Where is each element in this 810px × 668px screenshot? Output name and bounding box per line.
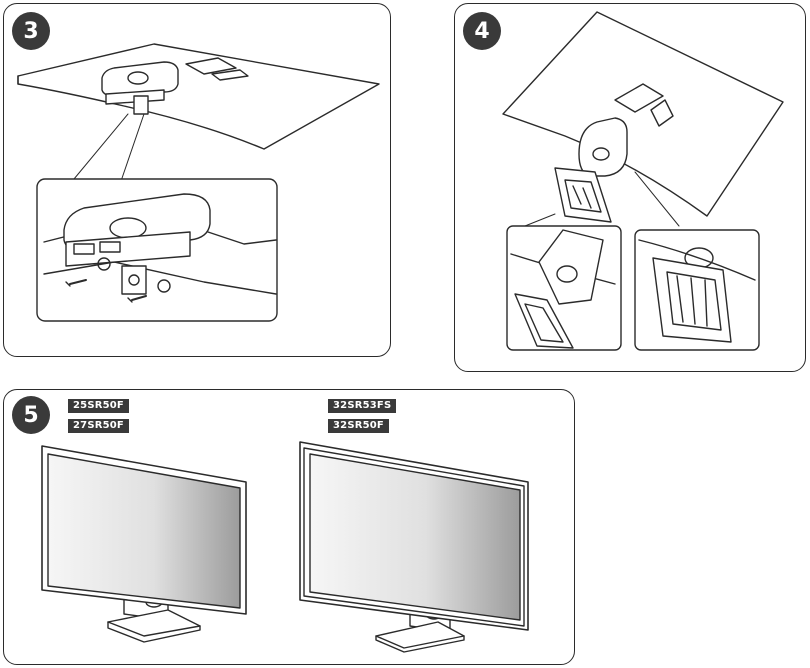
monitor-small bbox=[42, 446, 246, 642]
step-4-badge: 4 bbox=[463, 12, 501, 50]
monitor-large bbox=[300, 442, 528, 652]
step-4-illustration bbox=[455, 4, 806, 372]
monitor-back bbox=[503, 12, 783, 216]
step-4-panel: 4 bbox=[454, 3, 806, 372]
model-label: 32SR50F bbox=[328, 419, 389, 433]
step-3-badge: 3 bbox=[12, 12, 50, 50]
monitor-back bbox=[18, 44, 379, 149]
model-label: 27SR50F bbox=[68, 419, 129, 433]
model-label: 25SR50F bbox=[68, 399, 129, 413]
step-5-panel: 5 25SR50F 27SR50F 32SR53FS 32SR50F bbox=[3, 389, 575, 665]
model-label: 32SR53FS bbox=[328, 399, 396, 413]
step-3-illustration bbox=[4, 4, 391, 357]
step-3-panel: 3 bbox=[3, 3, 391, 357]
step-5-badge: 5 bbox=[12, 396, 50, 434]
